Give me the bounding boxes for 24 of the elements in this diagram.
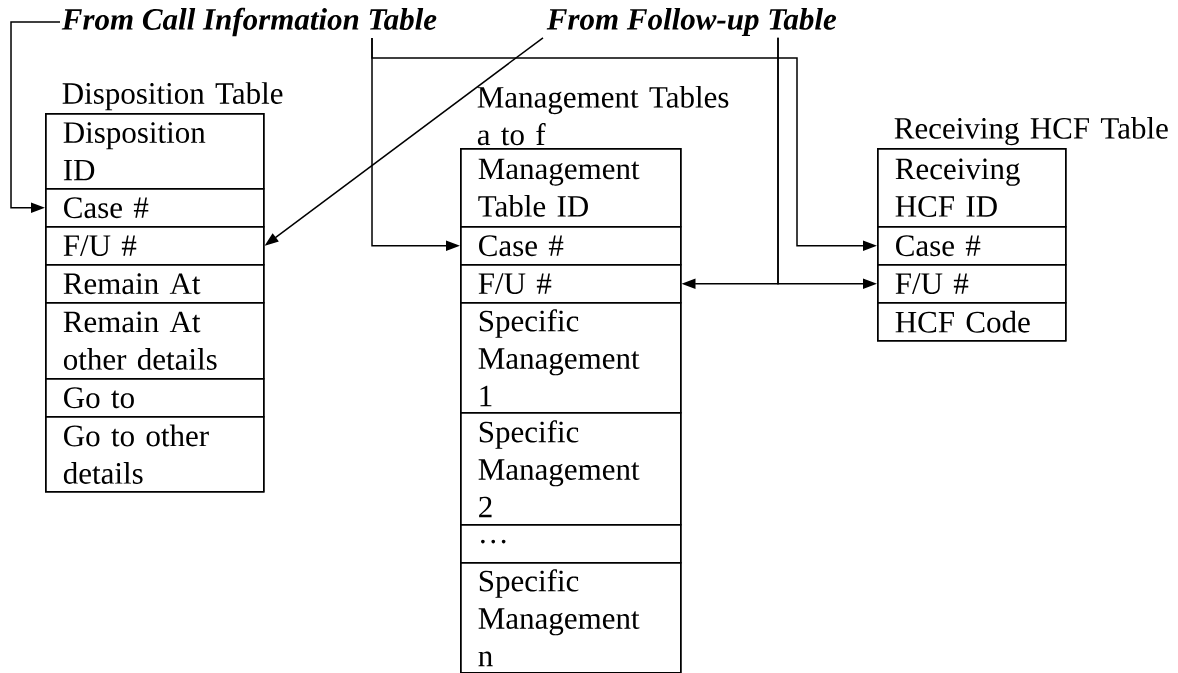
table-field: Remain At other details	[45, 302, 265, 380]
table-field: Management Table ID	[460, 148, 682, 228]
table-field: HCF Code	[877, 302, 1067, 342]
table-field: F/U #	[460, 264, 682, 304]
table-field: Remain At	[45, 264, 265, 304]
table-field: Case #	[460, 226, 682, 266]
source-label: From Follow-up Table	[546, 7, 837, 37]
table-field: …	[460, 524, 682, 564]
source-label: From Call Information Table	[61, 7, 437, 37]
table-field: F/U #	[877, 264, 1067, 304]
table-field: Specific Management 2	[460, 412, 682, 526]
table-field: Disposition ID	[45, 113, 265, 190]
node-label: Receiving HCF Table	[894, 117, 1168, 146]
arrow	[10, 21, 61, 213]
node-label: Disposition Table	[62, 82, 283, 111]
table-field: Case #	[45, 188, 265, 228]
table-field: Receiving HCF ID	[877, 148, 1067, 228]
table-field: Case #	[877, 226, 1067, 266]
table-field: F/U #	[45, 226, 265, 266]
table-field: Go to	[45, 378, 265, 418]
table-field: Go to other details	[45, 416, 265, 493]
table-field: Specific Management 1	[460, 302, 682, 414]
node-label: Management Tables a to f	[477, 85, 729, 146]
table-field: Specific Management n	[460, 562, 682, 673]
